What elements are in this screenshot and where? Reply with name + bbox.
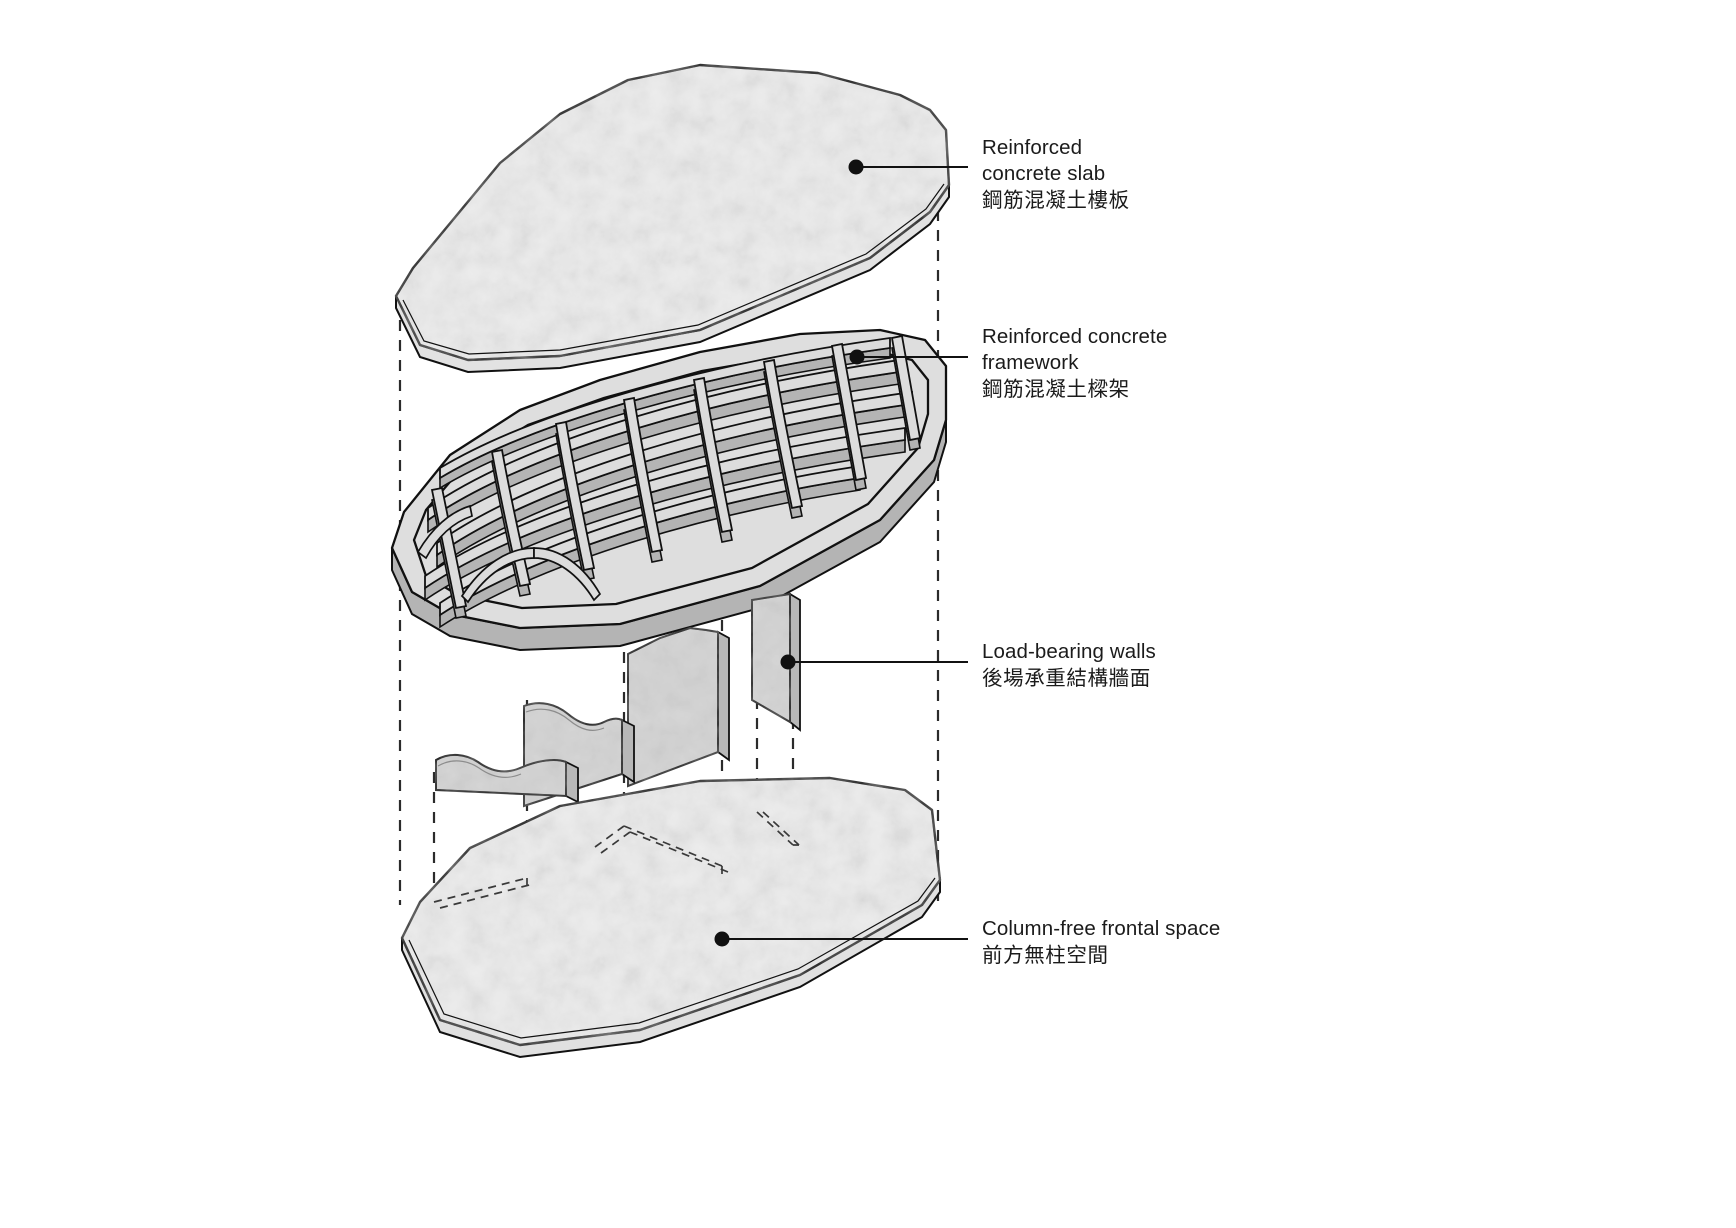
wall-panel-top-highlight	[437, 760, 522, 778]
wall-footprint	[433, 877, 528, 903]
label-en-line2: framework	[982, 351, 1079, 374]
leader-column-free-frontal-space	[714, 931, 968, 947]
wall-panel-face	[435, 754, 567, 798]
wall-panel-face	[751, 592, 791, 724]
component-top-slab	[394, 63, 951, 374]
leader-dot	[848, 159, 864, 175]
framework-rib	[762, 358, 804, 510]
wall-panel-large	[627, 626, 730, 788]
framework-rib	[416, 504, 473, 560]
leader-dot	[780, 654, 796, 670]
wall-panel-side	[621, 718, 635, 784]
wall-footprint	[600, 831, 631, 854]
leader-dot	[714, 931, 730, 947]
label-zh: 鋼筋混凝土樑架	[982, 377, 1130, 401]
framework-rib	[692, 376, 734, 534]
label-zh: 後場承重結構牆面	[982, 666, 1151, 690]
wall-footprint	[629, 831, 729, 873]
label-zh: 前方無柱空間	[982, 943, 1109, 967]
framework-rib	[890, 334, 922, 442]
label-en-line1: Reinforced	[982, 136, 1082, 159]
wall-panel-side	[565, 760, 579, 804]
framework-ribs-diagonal	[416, 504, 602, 604]
label-reinforced-concrete-slab: Reinforced concrete slab 鋼筋混凝土樓板	[982, 136, 1130, 212]
label-reinforced-concrete-framework: Reinforced concrete framework 鋼筋混凝土樑架	[982, 325, 1167, 401]
ground-plane-footprints	[433, 811, 800, 909]
top-slab-face	[394, 63, 951, 362]
wall-panel-top-highlight	[525, 708, 605, 731]
top-slab-inner-edge-line	[402, 183, 945, 355]
label-load-bearing-walls: Load-bearing walls 後場承重結構牆面	[982, 640, 1156, 690]
framework-rib	[439, 336, 891, 480]
wall-panel-narrow	[751, 592, 801, 732]
wall-footprint	[439, 883, 534, 909]
leader-reinforced-concrete-framework	[849, 349, 968, 365]
framework-rib	[554, 420, 596, 572]
leader-group	[714, 159, 968, 947]
ground-plane-inner-edge-line	[408, 877, 936, 1039]
leader-load-bearing-walls	[780, 654, 968, 670]
label-en-line1: Load-bearing walls	[982, 640, 1156, 663]
component-waffle-framework	[390, 328, 948, 652]
label-en-line1: Reinforced concrete	[982, 325, 1167, 348]
label-en-line1: Column-free frontal space	[982, 917, 1220, 940]
label-en-line2: concrete slab	[982, 162, 1105, 185]
component-load-bearing-walls	[435, 592, 801, 808]
label-column-free-frontal-space: Column-free frontal space 前方無柱空間	[982, 917, 1220, 967]
wall-panel-face	[627, 626, 719, 788]
label-zh: 鋼筋混凝土樓板	[982, 188, 1130, 212]
wall-panel-small	[435, 754, 579, 804]
ground-plane-face	[400, 776, 942, 1047]
leader-reinforced-concrete-slab	[848, 159, 968, 175]
framework-rib	[830, 342, 868, 482]
wall-footprint	[623, 825, 723, 867]
leader-dot	[849, 349, 865, 365]
framework-rib	[533, 547, 602, 602]
wall-panel-side	[717, 630, 730, 762]
wall-footprint	[594, 825, 625, 848]
labels-group: Reinforced concrete slab 鋼筋混凝土樓板 Reinfor…	[982, 136, 1220, 967]
component-ground-plane	[400, 776, 942, 1059]
framework-rib	[622, 396, 664, 554]
